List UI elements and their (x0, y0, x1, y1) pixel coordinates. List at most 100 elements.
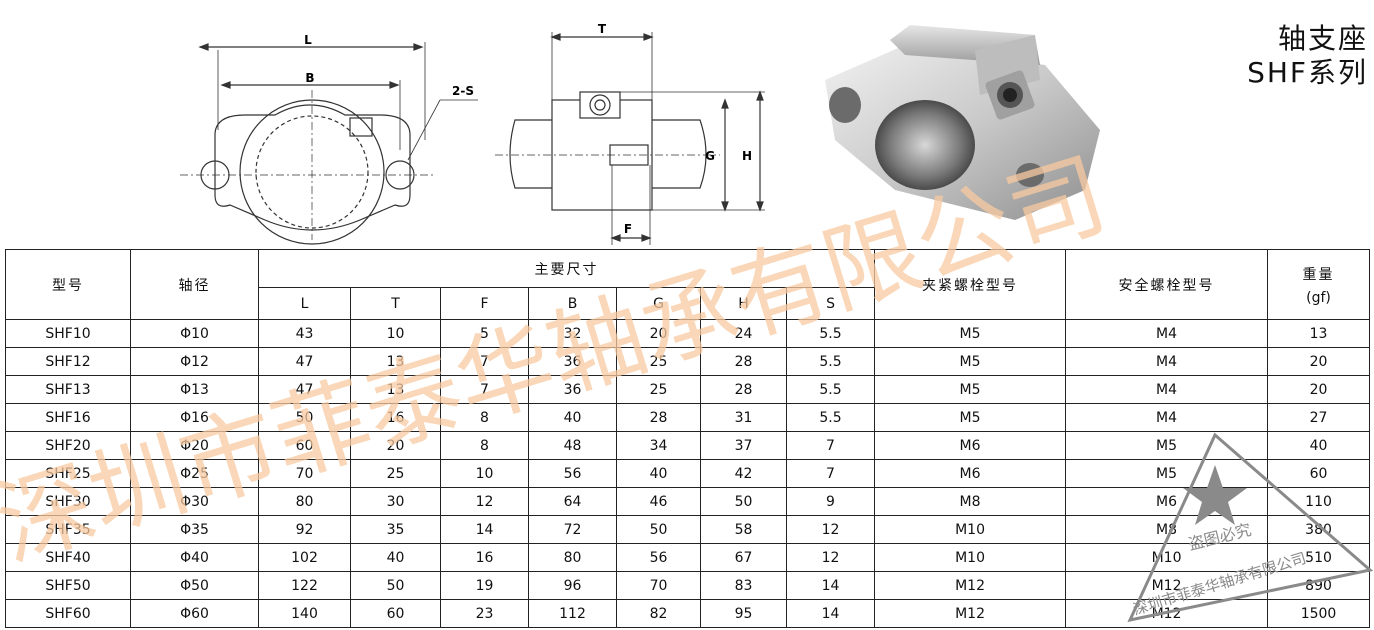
cell-model: SHF40 (5, 543, 131, 572)
cell-L: 43 (258, 319, 351, 348)
cell-T: 13 (350, 347, 441, 376)
cell-T: 25 (350, 459, 441, 488)
label-L: L (304, 33, 312, 47)
header-dim-G: G (616, 287, 701, 320)
cell-L: 122 (258, 571, 351, 600)
header-weight-unit: (gf) (1306, 289, 1331, 306)
cell-T: 35 (350, 515, 441, 544)
cell-model: SHF13 (5, 375, 131, 404)
cell-G: 28 (616, 403, 701, 432)
cell-safety-bolt: M4 (1065, 319, 1269, 348)
cell-shaft: Φ13 (130, 375, 259, 404)
cell-safety-bolt: M4 (1065, 347, 1269, 376)
cell-safety-bolt: M4 (1065, 375, 1269, 404)
cell-S: 5.5 (785, 403, 876, 432)
cell-B: 64 (528, 487, 617, 516)
cell-model: SHF20 (5, 431, 131, 460)
cell-safety-bolt: M12 (1065, 599, 1269, 628)
cell-F: 5 (440, 319, 529, 348)
cell-S: 12 (785, 543, 876, 572)
cell-shaft: Φ50 (130, 571, 259, 600)
cell-S: 7 (785, 431, 876, 460)
cell-shaft: Φ35 (130, 515, 259, 544)
cell-safety-bolt: M12 (1065, 571, 1269, 600)
cell-B: 36 (528, 347, 617, 376)
cell-model: SHF30 (5, 487, 131, 516)
header-dim-F: F (440, 287, 529, 320)
header-clamp-bolt: 夹紧螺栓型号 (874, 249, 1067, 320)
cell-model: SHF10 (5, 319, 131, 348)
cell-weight: 20 (1267, 347, 1371, 376)
label-B: B (305, 71, 314, 85)
cell-G: 40 (616, 459, 701, 488)
cell-model: SHF50 (5, 571, 131, 600)
cell-weight: 380 (1267, 515, 1371, 544)
series-title: SHF系列 (1247, 56, 1368, 89)
label-H: H (742, 149, 752, 163)
table-subheader-row: L T F B G H S (6, 287, 1370, 320)
cell-F: 10 (440, 459, 529, 488)
cell-G: 56 (616, 543, 701, 572)
cell-weight: 27 (1267, 403, 1371, 432)
cell-G: 25 (616, 347, 701, 376)
cell-B: 40 (528, 403, 617, 432)
cell-shaft: Φ40 (130, 543, 259, 572)
table-header-row: 型号 轴径 主要尺寸 夹紧螺栓型号 安全螺栓型号 重量 (gf) (5, 249, 1371, 320)
cell-S: 5.5 (785, 347, 876, 376)
cell-safety-bolt: M4 (1065, 403, 1269, 432)
cell-clamp-bolt: M6 (874, 459, 1067, 488)
cell-model: SHF12 (5, 347, 131, 376)
header-dim-S: S (785, 287, 876, 320)
cell-clamp-bolt: M6 (874, 431, 1067, 460)
cell-clamp-bolt: M12 (874, 571, 1067, 600)
cell-F: 19 (440, 571, 529, 600)
cell-clamp-bolt: M5 (874, 375, 1067, 404)
cell-shaft: Φ60 (130, 599, 259, 628)
cell-S: 14 (785, 599, 876, 628)
header-dim-L: L (258, 287, 351, 320)
cell-B: 72 (528, 515, 617, 544)
cell-L: 92 (258, 515, 351, 544)
cell-model: SHF25 (5, 459, 131, 488)
cell-L: 60 (258, 431, 351, 460)
cell-G: 34 (616, 431, 701, 460)
header-weight-label: 重量 (1302, 266, 1335, 283)
cell-F: 8 (440, 431, 529, 460)
header-shaft: 轴径 (130, 249, 259, 320)
cell-safety-bolt: M10 (1065, 543, 1269, 572)
cell-clamp-bolt: M5 (874, 319, 1067, 348)
cell-weight: 60 (1267, 459, 1371, 488)
cell-G: 70 (616, 571, 701, 600)
side-view-drawing (495, 32, 765, 245)
cell-H: 50 (700, 487, 787, 516)
header-weight: 重量 (gf) (1267, 249, 1371, 320)
title-block: 轴支座 SHF系列 (1247, 22, 1368, 90)
cell-B: 96 (528, 571, 617, 600)
technical-drawings: L B 2-S T G H F (180, 22, 765, 245)
cell-safety-bolt: M5 (1065, 431, 1269, 460)
label-2-S: 2-S (452, 84, 474, 98)
cell-shaft: Φ30 (130, 487, 259, 516)
cell-S: 7 (785, 459, 876, 488)
cell-weight: 110 (1267, 487, 1371, 516)
cell-L: 47 (258, 347, 351, 376)
cell-L: 70 (258, 459, 351, 488)
cell-F: 16 (440, 543, 529, 572)
cell-H: 58 (700, 515, 787, 544)
cell-T: 20 (350, 431, 441, 460)
cell-B: 80 (528, 543, 617, 572)
cell-model: SHF16 (5, 403, 131, 432)
cell-F: 23 (440, 599, 529, 628)
cell-G: 25 (616, 375, 701, 404)
header-model: 型号 (5, 249, 131, 320)
cell-H: 83 (700, 571, 787, 600)
cell-clamp-bolt: M5 (874, 403, 1067, 432)
cell-B: 32 (528, 319, 617, 348)
